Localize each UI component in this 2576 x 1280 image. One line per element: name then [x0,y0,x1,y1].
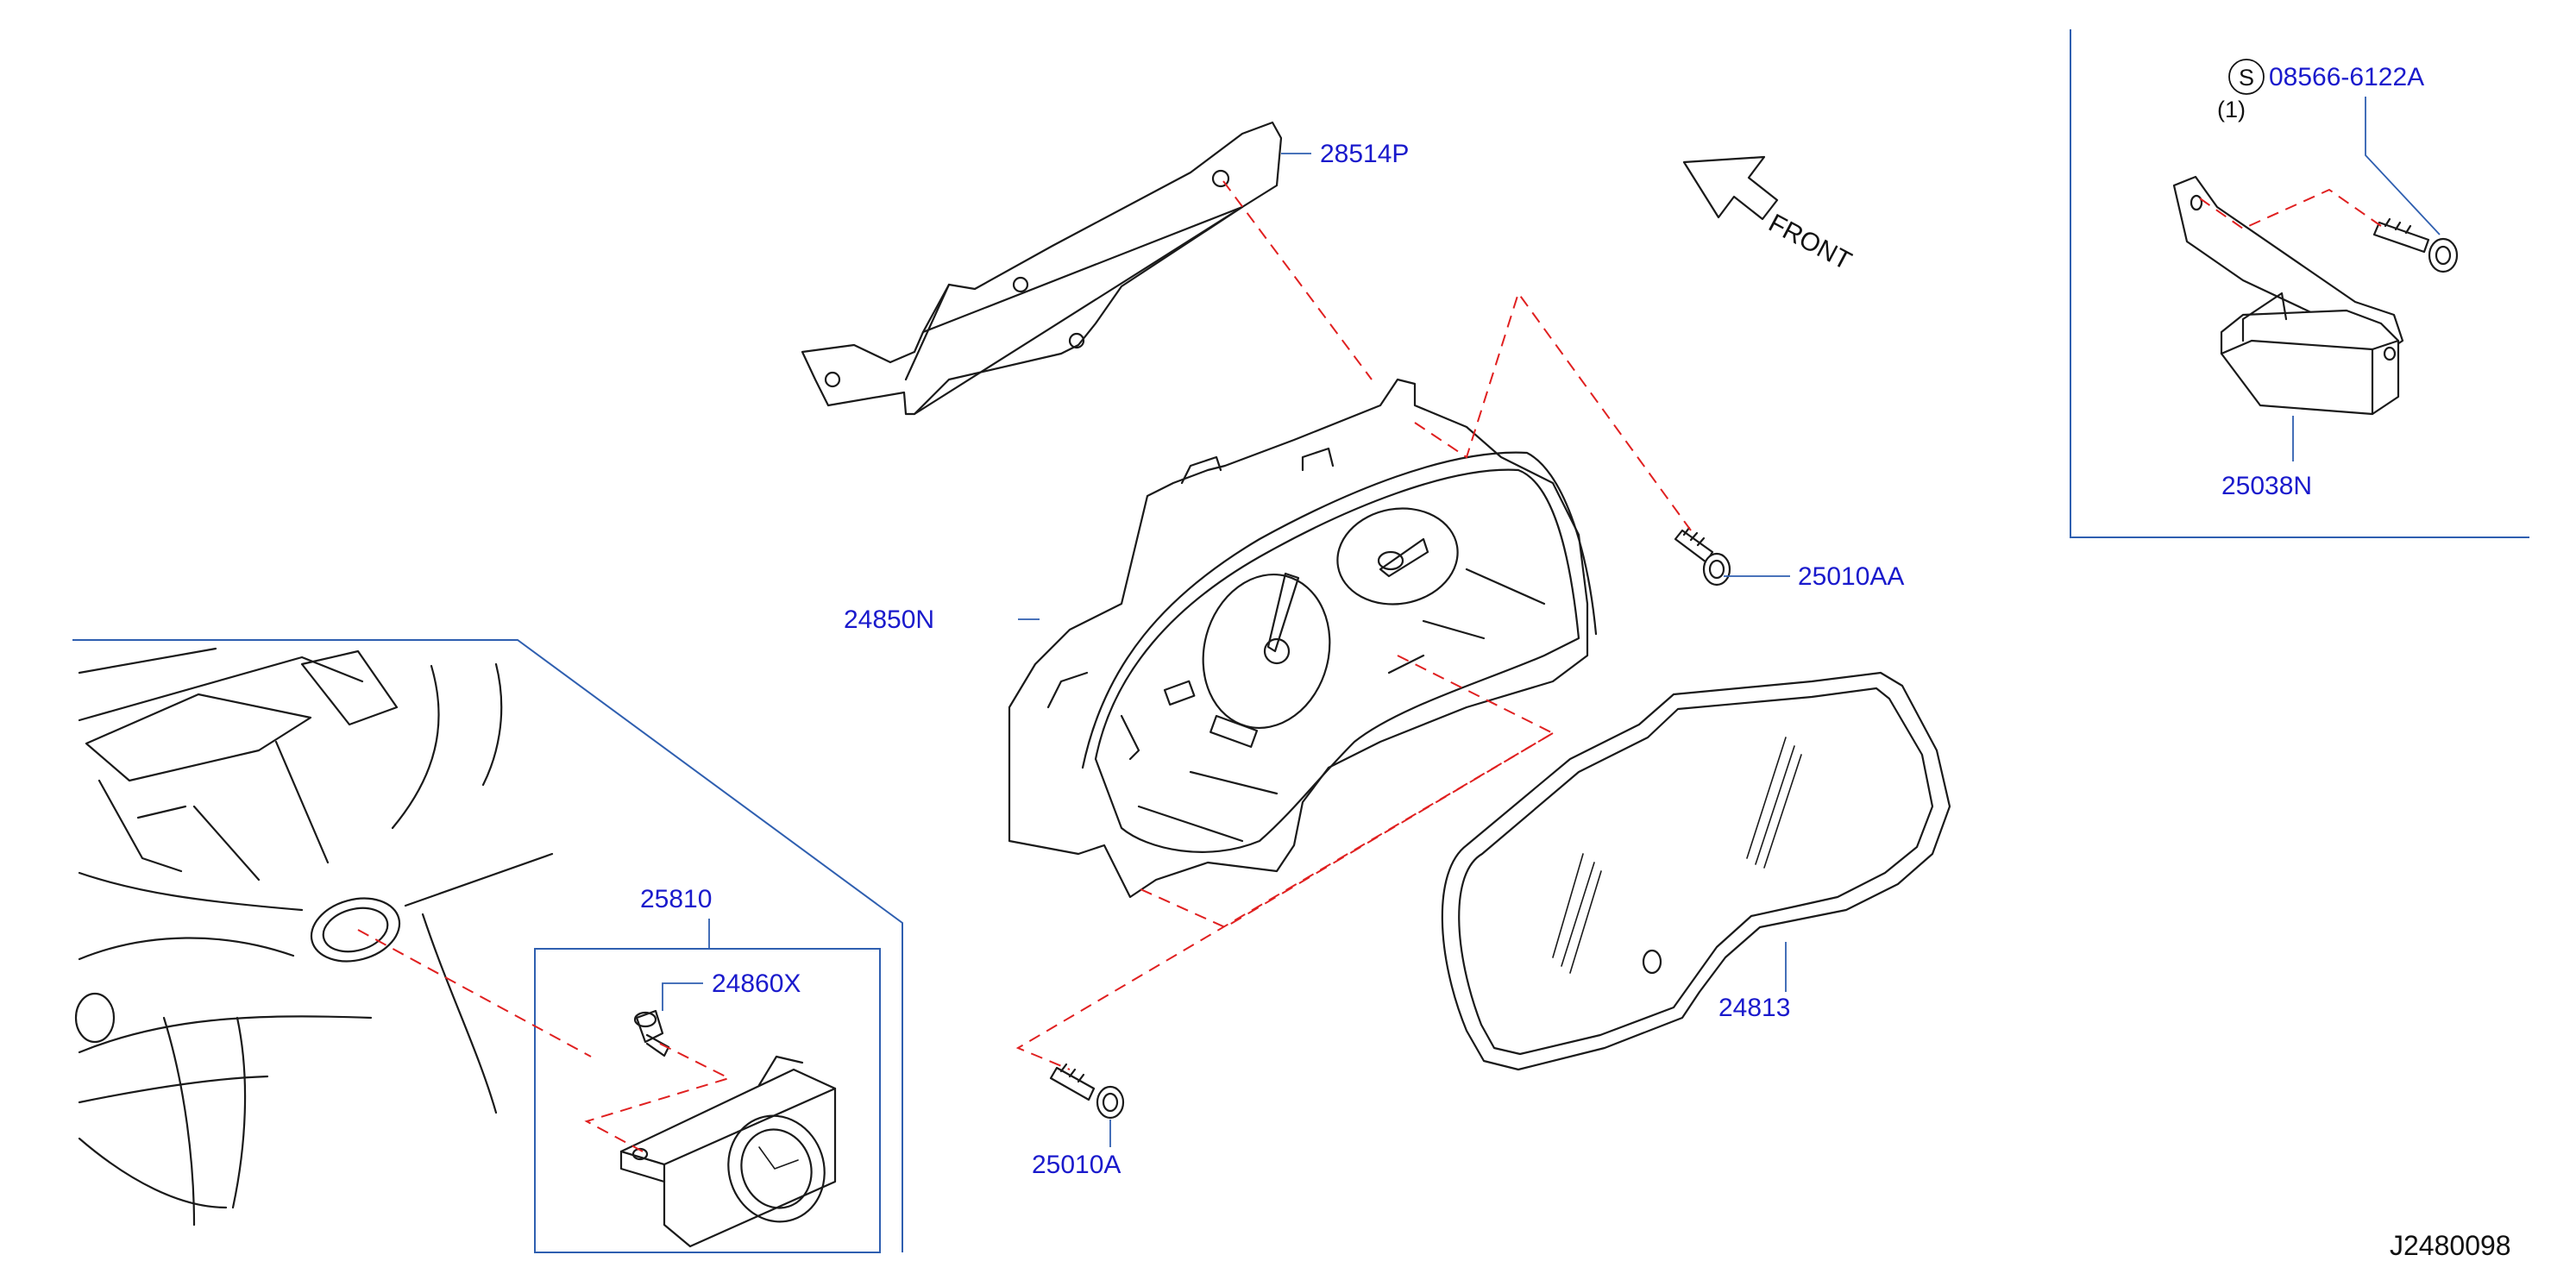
inset-frames [72,29,2529,1253]
screw-25010aa-drawing [1674,526,1731,587]
screw-25010a-drawing [1049,1063,1125,1120]
leader-lines [662,97,2441,1147]
label-clock-bulb: 24860X [712,969,801,998]
assembly-dashed-lines [357,180,2382,1152]
sensor-unit-drawing [2172,175,2404,416]
standard-symbol-text: S [2239,65,2254,91]
label-meter-hood-bracket: 28514P [1320,140,1409,168]
label-screw-a: 25010A [1032,1151,1121,1179]
combination-meter-drawing [1008,378,1598,899]
label-sensor-unit: 25038N [2221,472,2312,500]
clock-assembly-drawing [619,1055,837,1248]
label-clock-assy: 25810 [640,885,712,913]
label-meter-glass: 24813 [1718,994,1790,1022]
bolt-drawing [2372,217,2459,273]
meter-glass-drawing [1441,671,1951,1071]
dashboard-panel-drawing [74,647,554,1227]
meter-hood-bracket-drawing [801,121,1283,416]
front-direction-label: FRONT [1764,209,1857,276]
label-bolt: 08566-6122A [2269,63,2424,91]
label-combination-meter: 24850N [844,605,934,634]
label-screw-aa: 25010AA [1798,562,1904,591]
standard-part-symbol: S [2228,59,2265,95]
front-arrow-icon [1682,155,1779,221]
bolt-quantity: (1) [2217,97,2246,122]
diagram-reference-number: J2480098 [2390,1230,2511,1261]
clock-bulb-drawing [633,1009,670,1057]
